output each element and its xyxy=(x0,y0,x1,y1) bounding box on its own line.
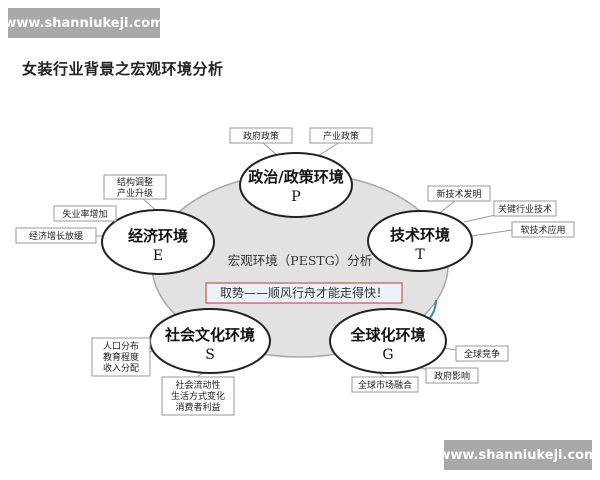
factor-label: 教育程度 xyxy=(103,351,139,363)
factor-box: 全球竞争 xyxy=(455,345,509,362)
factor-label: 消费者利益 xyxy=(175,401,220,413)
watermark-bottom: www.shanniukeji.com xyxy=(438,440,598,470)
factor-box: 人口分布 教育程度 收入分配 xyxy=(91,337,151,377)
factor-box: 经济增长放缓 xyxy=(15,227,97,244)
slogan-text: 取势——顺风行舟才能走得快！ xyxy=(220,285,388,300)
node-social-title: 社会文化环境 xyxy=(164,326,255,344)
factor-label: 社会流动性 xyxy=(175,379,220,391)
factor-label: 失业率增加 xyxy=(62,208,107,220)
page-title: 女装行业背景之宏观环境分析 xyxy=(22,60,224,78)
factor-label: 政府政策 xyxy=(243,130,279,142)
watermark-top: www.shanniukeji.com xyxy=(4,8,164,38)
node-technology: 技术环境 T xyxy=(367,210,473,272)
node-social: 社会文化环境 S xyxy=(149,308,271,374)
node-political: 政治/政策环境 P xyxy=(239,152,353,218)
slogan-box xyxy=(205,282,403,304)
factor-box: 软技术应用 xyxy=(511,221,575,238)
node-social-letter: S xyxy=(205,347,215,363)
node-global: 全球化环境 G xyxy=(329,308,447,374)
factor-box: 失业率增加 xyxy=(53,205,117,222)
node-global-title: 全球化环境 xyxy=(349,326,425,344)
node-economic-letter: E xyxy=(153,248,163,264)
node-global-letter: G xyxy=(382,347,393,363)
node-political-title: 政治/政策环境 xyxy=(248,168,343,186)
factor-box: 政府政策 xyxy=(229,127,293,144)
factor-label: 结构调整 xyxy=(117,176,153,188)
factor-box: 关键行业技术 xyxy=(493,200,557,217)
factor-box: 政府影响 xyxy=(425,367,479,384)
center-label: 宏观环境（PESTG）分析 xyxy=(228,253,372,268)
factor-label: 新技术发明 xyxy=(436,188,481,200)
factor-label: 产业政策 xyxy=(323,130,359,142)
node-political-letter: P xyxy=(291,189,300,205)
factor-box: 新技术发明 xyxy=(427,185,491,202)
factor-label: 软技术应用 xyxy=(520,224,565,236)
factor-box: 结构调整 产业升级 xyxy=(103,174,167,200)
factor-box: 全球市场融合 xyxy=(351,376,419,393)
factor-label: 经济增长放缓 xyxy=(29,230,83,242)
node-technology-title: 技术环境 xyxy=(390,226,450,244)
factor-label: 生活方式变化 xyxy=(171,390,225,402)
factor-label: 全球市场融合 xyxy=(358,379,412,391)
factor-label: 政府影响 xyxy=(434,370,470,382)
factor-box: 产业政策 xyxy=(309,127,373,144)
factor-box: 社会流动性 生活方式变化 消费者利益 xyxy=(161,376,235,416)
node-economic: 经济环境 E xyxy=(101,209,215,275)
factor-label: 收入分配 xyxy=(103,362,139,374)
node-economic-title: 经济环境 xyxy=(128,227,188,245)
factor-label: 人口分布 xyxy=(103,340,139,352)
node-technology-letter: T xyxy=(415,247,425,263)
factor-label: 产业升级 xyxy=(117,187,153,199)
factor-label: 全球竞争 xyxy=(464,348,500,360)
factor-label: 关键行业技术 xyxy=(498,203,552,215)
